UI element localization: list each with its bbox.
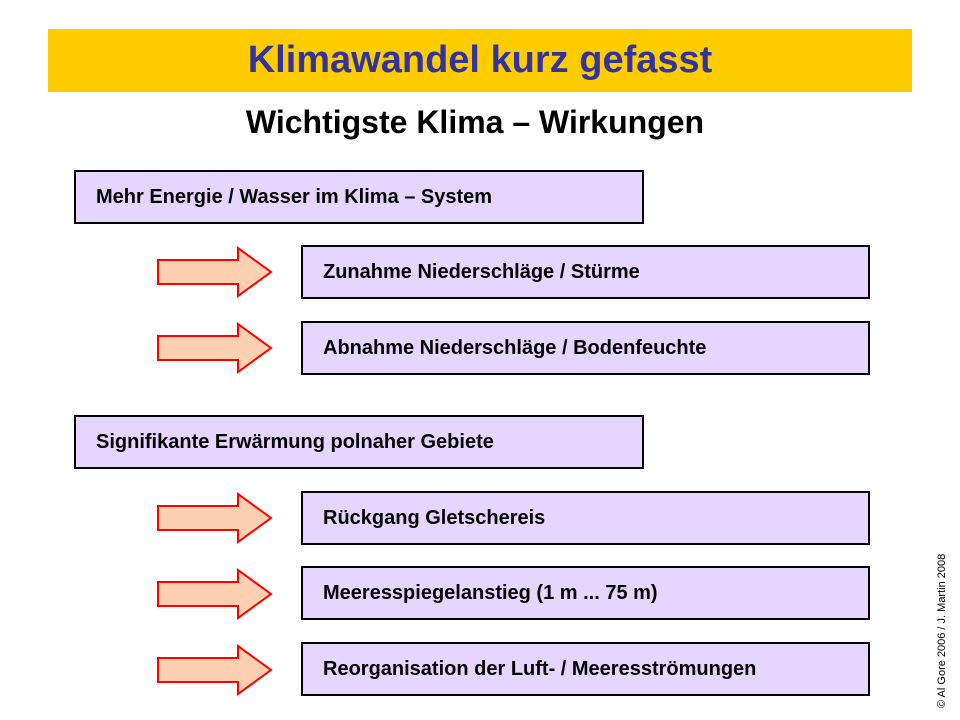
effect-box-glacier-retreat: Rückgang Gletschereis (301, 491, 870, 545)
effect-box-less-precipitation: Abnahme Niederschläge / Bodenfeuchte (301, 321, 870, 375)
right-arrow-icon (157, 322, 273, 374)
right-arrow-icon (157, 568, 273, 620)
slide-title: Klimawandel kurz gefasst (247, 39, 713, 81)
cause-box-polar-warming: Signifikante Erwärmung polnaher Gebiete (74, 415, 644, 469)
cause-box-energy: Mehr Energie / Wasser im Klima – System (74, 170, 644, 224)
title-bar: Klimawandel kurz gefasst (48, 29, 912, 92)
right-arrow-icon (157, 492, 273, 544)
right-arrow-icon (157, 644, 273, 696)
effect-box-sea-level-rise: Meeresspiegelanstieg (1 m ... 75 m) (301, 566, 870, 620)
effect-box-more-precipitation: Zunahme Niederschläge / Stürme (301, 245, 870, 299)
effect-box-current-reorganisation: Reorganisation der Luft- / Meeresströmun… (301, 642, 870, 696)
copyright-credit: © Al Gore 2006 / J. Martin 2008 (936, 553, 948, 708)
right-arrow-icon (157, 246, 273, 298)
slide-subtitle: Wichtigste Klima – Wirkungen (245, 104, 705, 140)
